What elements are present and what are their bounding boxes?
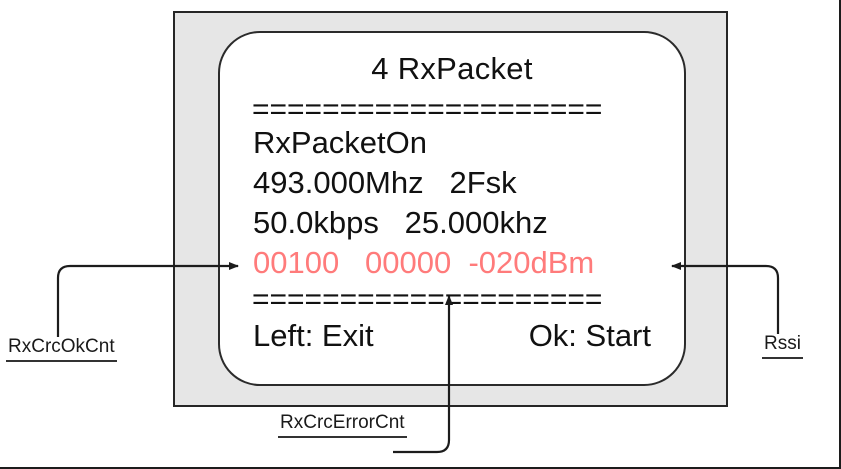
line-frequency-modulation: 493.000Mhz 2Fsk — [253, 165, 517, 200]
screen-title: 4 RxPacket — [371, 51, 533, 86]
line-mode: RxPacketOn — [253, 125, 428, 160]
canvas-frame-right-border — [839, 0, 841, 469]
canvas-frame-bottom-border — [0, 467, 841, 469]
separator-rule-bottom: ==================== — [252, 287, 603, 313]
softkey-bar: Left: Exit Ok: Start — [220, 313, 684, 357]
callout-label-rssi: Rssi — [762, 333, 803, 359]
line-datarate-deviation: 50.0kbps 25.000khz — [253, 205, 548, 240]
callout-label-rx-crc-ok-cnt: RxCrcOkCnt — [6, 336, 117, 362]
line-counters-rssi: 00100 00000 -020dBm — [253, 245, 595, 280]
softkey-left-exit[interactable]: Left: Exit — [253, 318, 374, 353]
softkey-ok-start[interactable]: Ok: Start — [528, 318, 651, 353]
lcd-screen-content: 4 RxPacket ==================== RxPacket… — [220, 33, 684, 384]
separator-rule-top: ==================== — [252, 97, 603, 123]
callout-label-rx-crc-error-cnt: RxCrcErrorCnt — [278, 412, 407, 438]
lcd-screen: 4 RxPacket ==================== RxPacket… — [218, 31, 686, 386]
